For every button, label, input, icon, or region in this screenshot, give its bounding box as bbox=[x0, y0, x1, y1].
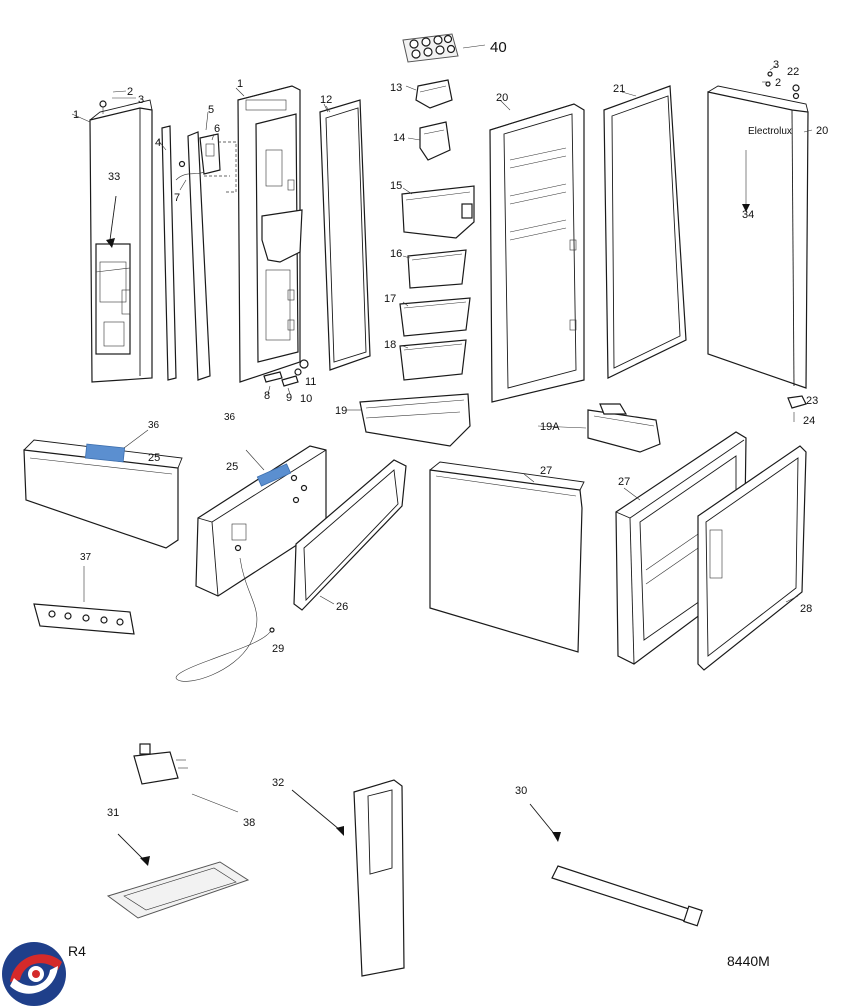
callout-38: 38 bbox=[243, 817, 255, 829]
callout-20-inner: 20 bbox=[496, 92, 508, 104]
hinge-bracket-part-5 bbox=[175, 111, 221, 381]
callout-1-inner-door: 1 bbox=[237, 78, 243, 90]
callout-23: 23 bbox=[806, 395, 818, 407]
bin-part-17 bbox=[399, 297, 471, 337]
callout-32: 32 bbox=[272, 777, 284, 789]
fridge-door-inner-part-20 bbox=[489, 103, 585, 403]
callout-4: 4 bbox=[155, 137, 161, 149]
callout-33: 33 bbox=[108, 171, 120, 183]
callout-14: 14 bbox=[393, 132, 405, 144]
bin-part-14 bbox=[407, 121, 451, 161]
callout-20-outer: 20 bbox=[816, 125, 828, 137]
callout-22: 22 bbox=[787, 66, 799, 78]
callout-25-left: 25 bbox=[148, 452, 160, 464]
door-bin-part-19 bbox=[346, 393, 471, 447]
callout-7: 7 bbox=[174, 192, 180, 204]
callout-11: 11 bbox=[305, 376, 316, 388]
callout-40: 40 bbox=[490, 39, 507, 56]
callout-13: 13 bbox=[390, 82, 402, 94]
callout-1-left-door: 1 bbox=[73, 109, 79, 121]
callout-10: 10 bbox=[300, 393, 312, 405]
callout-3-right: 3 bbox=[773, 59, 779, 71]
drawer-gasket-part-28 bbox=[697, 445, 807, 671]
bin-part-16 bbox=[402, 249, 467, 289]
callout-25-mid: 25 bbox=[226, 461, 238, 473]
callout-27-right: 27 bbox=[618, 476, 630, 488]
callout-5: 5 bbox=[208, 104, 214, 116]
callout-18: 18 bbox=[384, 339, 396, 351]
callout-31: 31 bbox=[107, 807, 119, 819]
callout-27-mid: 27 bbox=[540, 465, 552, 477]
light-cover-part-31 bbox=[106, 833, 250, 919]
callout-17: 17 bbox=[384, 293, 396, 305]
brand-wordmark: Electrolux bbox=[748, 126, 792, 137]
callout-28: 28 bbox=[800, 603, 812, 615]
callout-19a: 19A bbox=[540, 421, 560, 433]
callout-36-mid: 36 bbox=[224, 412, 236, 423]
fridge-door-gasket-part-21 bbox=[603, 85, 687, 379]
callout-26: 26 bbox=[336, 601, 348, 613]
dispenser-panel-part-32 bbox=[291, 779, 405, 977]
left-door-part-1 bbox=[89, 90, 153, 383]
callout-19: 19 bbox=[335, 405, 347, 417]
bin-part-13 bbox=[405, 79, 453, 109]
control-panel-part-37 bbox=[33, 566, 135, 635]
callout-6: 6 bbox=[214, 123, 220, 135]
callout-34: 34 bbox=[742, 209, 754, 221]
drawer-front-part-25 bbox=[23, 429, 183, 549]
callout-12: 12 bbox=[320, 94, 332, 106]
callout-15: 15 bbox=[390, 180, 402, 192]
callout-16: 16 bbox=[390, 248, 402, 260]
door-bin-part-19a bbox=[587, 403, 661, 453]
callout-29: 29 bbox=[272, 643, 284, 655]
callout-30: 30 bbox=[515, 785, 527, 797]
wire-harness-part-29 bbox=[175, 557, 275, 682]
water-tube-part-30 bbox=[529, 803, 703, 927]
hinge-parts-23-24 bbox=[787, 395, 807, 422]
callout-21: 21 bbox=[613, 83, 625, 95]
bin-part-18 bbox=[399, 339, 467, 381]
fridge-door-outer-part-20 bbox=[707, 71, 809, 389]
door-strip-part-4 bbox=[157, 125, 177, 381]
drawer-front-part-25-b bbox=[195, 445, 327, 597]
callout-9: 9 bbox=[286, 392, 292, 404]
egg-tray-part-40 bbox=[402, 33, 486, 63]
door-gasket-part-12 bbox=[319, 99, 371, 371]
callout-2-right: 2 bbox=[775, 77, 781, 89]
bin-part-15 bbox=[401, 185, 475, 239]
callout-8: 8 bbox=[264, 390, 270, 402]
callout-2-left: 2 bbox=[127, 86, 133, 98]
brand-swirl-logo-icon bbox=[2, 942, 66, 1006]
model-code-label: 8440M bbox=[727, 953, 770, 969]
door-hardware-parts-8-11 bbox=[263, 359, 309, 395]
inner-door-part-1 bbox=[237, 85, 303, 383]
callout-37: 37 bbox=[80, 552, 92, 563]
callout-24: 24 bbox=[803, 415, 815, 427]
drawer-front-part-27 bbox=[429, 461, 585, 653]
callout-3-left: 3 bbox=[138, 94, 144, 106]
drawer-gasket-part-26 bbox=[293, 459, 407, 611]
switch-part-38 bbox=[133, 743, 239, 813]
callout-36-left: 36 bbox=[148, 420, 160, 431]
revision-label: R4 bbox=[68, 943, 86, 959]
